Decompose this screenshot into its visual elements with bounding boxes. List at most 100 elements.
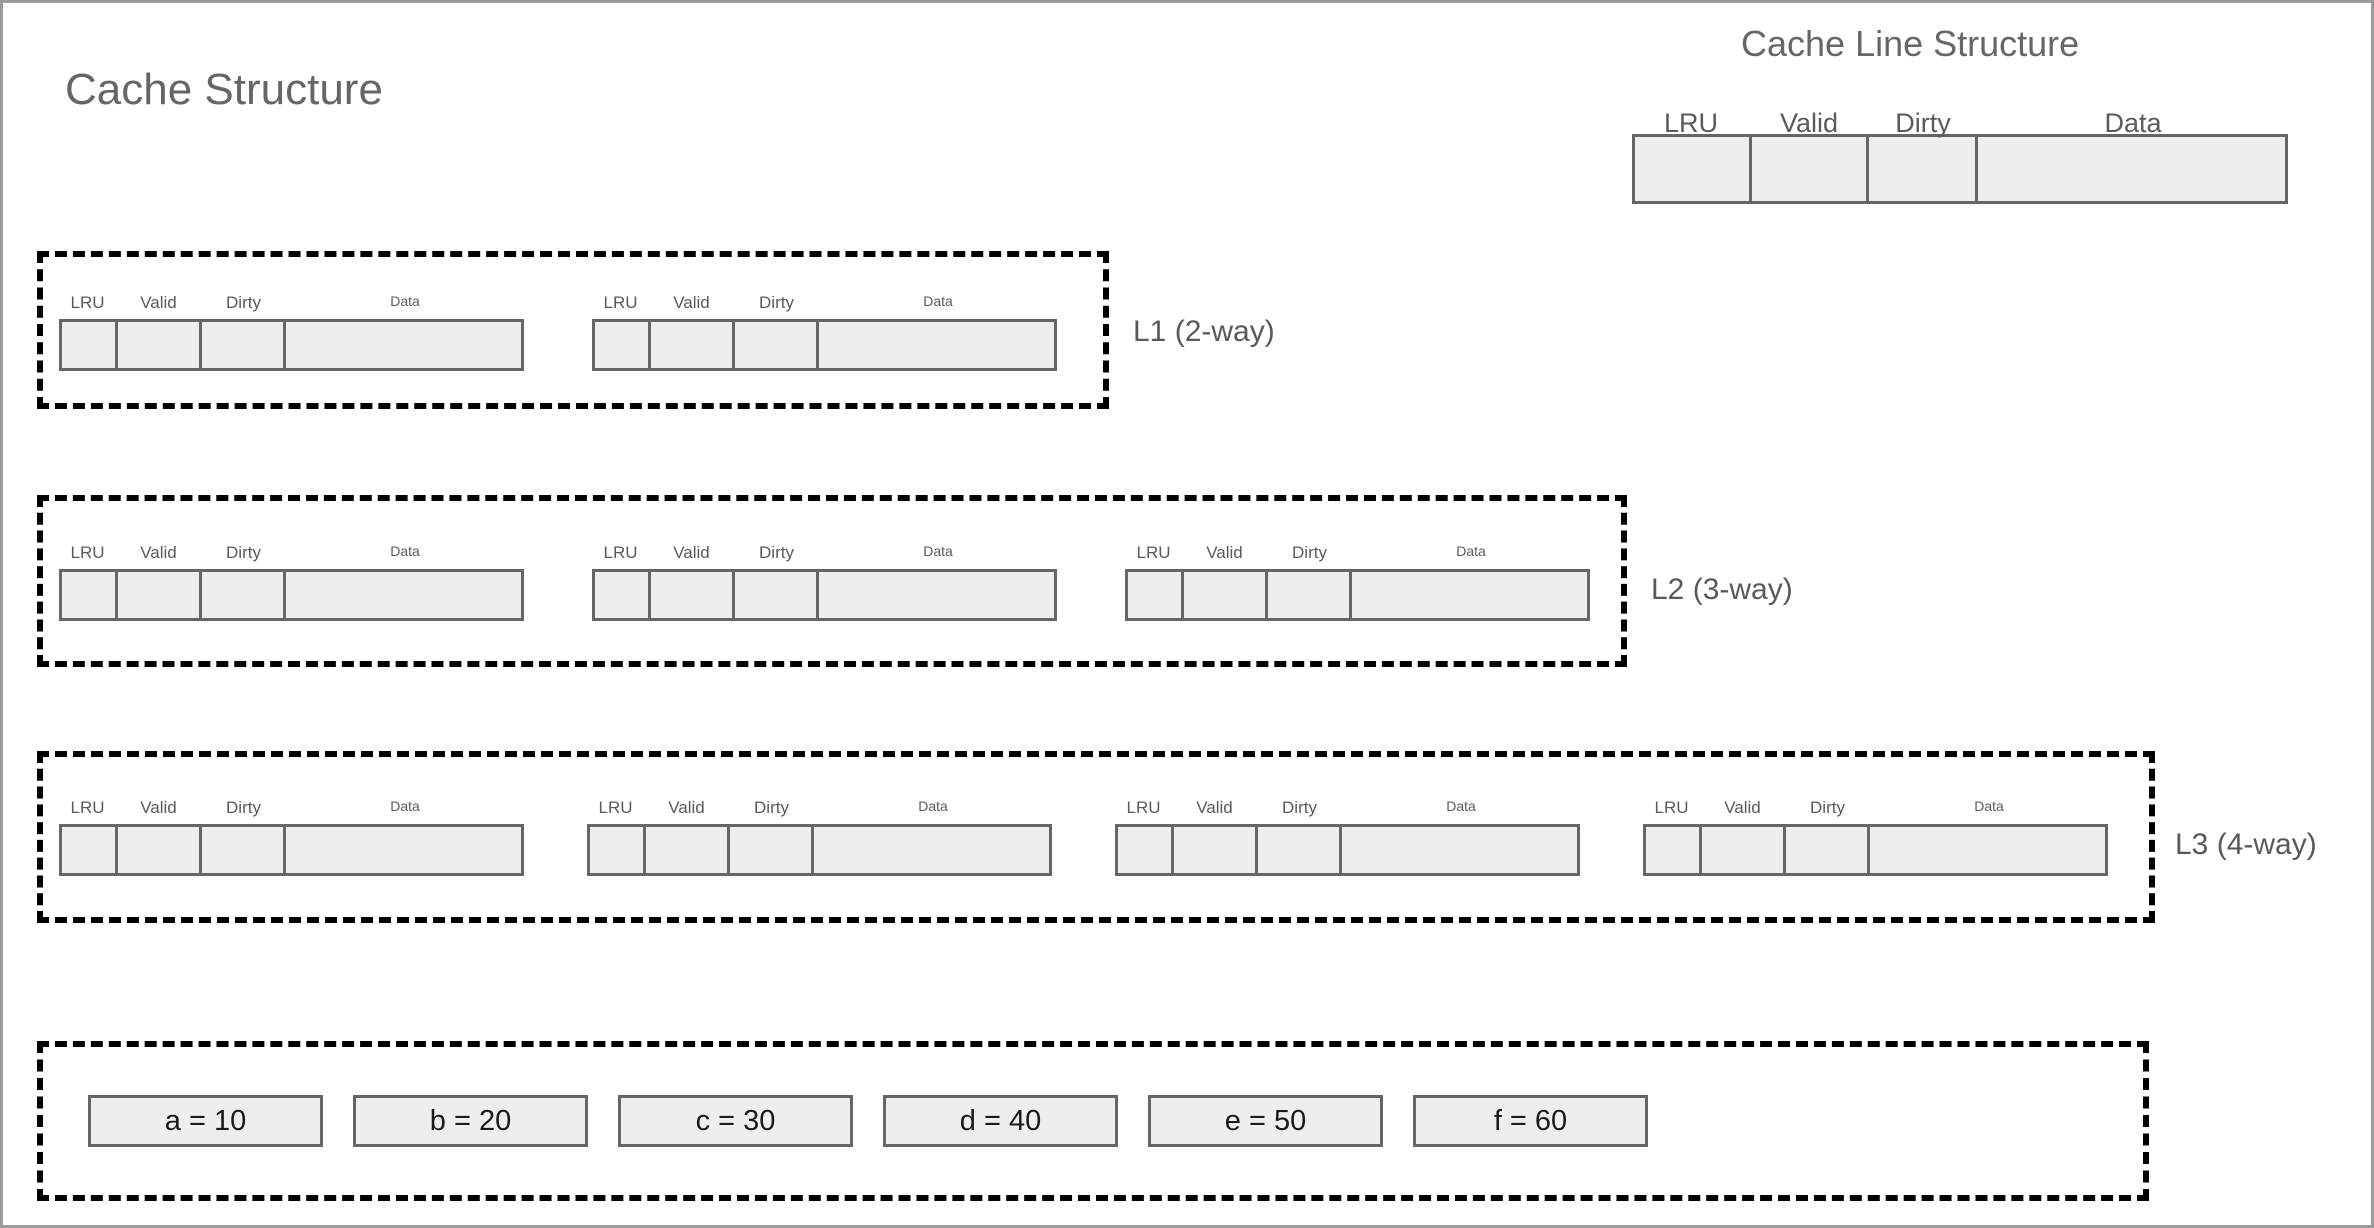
field-label-valid: Valid — [140, 798, 177, 817]
cache-cell-data[interactable] — [1352, 572, 1588, 618]
field-label-dirty: Dirty — [754, 798, 789, 817]
cache-cell-data[interactable] — [819, 572, 1055, 618]
cache-cell-lru[interactable] — [62, 572, 119, 618]
field-label-data: Data — [2104, 108, 2162, 138]
cache-cell-dirty[interactable] — [735, 322, 820, 368]
cache-cell-data[interactable] — [1870, 827, 2106, 873]
field-label-valid: Valid — [668, 798, 705, 817]
cache-cell-lru[interactable] — [1646, 827, 1703, 873]
cache-cell-dirty[interactable] — [730, 827, 815, 873]
cache-level-box-l2[interactable] — [37, 495, 1627, 667]
field-label-valid: Valid — [140, 543, 177, 562]
field-label-dirty: Dirty — [759, 543, 794, 562]
cache-cell-data[interactable] — [286, 572, 522, 618]
cache-cell-data[interactable] — [286, 827, 522, 873]
cache-cell-valid[interactable] — [118, 322, 203, 368]
field-label-dirty: Dirty — [1895, 108, 1951, 138]
cache-cell-data[interactable] — [814, 827, 1050, 873]
cache-cell-dirty[interactable] — [735, 572, 820, 618]
cache-cell-data[interactable] — [1342, 827, 1578, 873]
field-label-data: Data — [1446, 798, 1476, 814]
cache-cell-lru[interactable] — [1635, 137, 1752, 201]
memory-cell-d[interactable]: d = 40 — [883, 1095, 1118, 1147]
field-label-dirty: Dirty — [759, 293, 794, 312]
cache-cell-dirty[interactable] — [1258, 827, 1343, 873]
page-title: Cache Structure — [65, 65, 383, 114]
field-label-dirty: Dirty — [226, 798, 261, 817]
field-label-data: Data — [390, 543, 420, 559]
memory-cell-b[interactable]: b = 20 — [353, 1095, 588, 1147]
field-label-dirty: Dirty — [226, 543, 261, 562]
field-label-lru: LRU — [1136, 543, 1171, 562]
field-label-dirty: Dirty — [1292, 543, 1327, 562]
cache-cell-lru[interactable] — [1128, 572, 1185, 618]
memory-cell-a[interactable]: a = 10 — [88, 1095, 323, 1147]
cache-cell-data[interactable] — [819, 322, 1055, 368]
field-label-data: Data — [923, 543, 953, 559]
cache-cell-valid[interactable] — [651, 572, 736, 618]
cache-cell-valid[interactable] — [1174, 827, 1259, 873]
cache-level-box-l3[interactable] — [37, 751, 2155, 923]
cache-cell-dirty[interactable] — [202, 827, 287, 873]
field-label-data: Data — [1974, 798, 2004, 814]
memory-cell-e[interactable]: e = 50 — [1148, 1095, 1383, 1147]
cache-line-cells — [587, 824, 1052, 876]
cache-line-cells — [59, 319, 524, 371]
cache-cell-data[interactable] — [286, 322, 522, 368]
field-label-dirty: Dirty — [1810, 798, 1845, 817]
cache-level-label-l1: L1 (2-way) — [1133, 315, 1275, 348]
field-label-valid: Valid — [1724, 798, 1761, 817]
cache-cell-valid[interactable] — [118, 827, 203, 873]
cache-cell-lru[interactable] — [62, 322, 119, 368]
cache-line-cells — [1115, 824, 1580, 876]
field-label-lru: LRU — [70, 798, 105, 817]
memory-cell-f[interactable]: f = 60 — [1413, 1095, 1648, 1147]
cache-line-cells — [592, 569, 1057, 621]
cache-cell-dirty[interactable] — [1868, 137, 1978, 201]
cache-cell-valid[interactable] — [118, 572, 203, 618]
field-label-lru: LRU — [1663, 108, 1719, 138]
cache-cell-valid[interactable] — [651, 322, 736, 368]
memory-box[interactable] — [37, 1041, 2149, 1201]
field-label-lru: LRU — [1126, 798, 1161, 817]
cache-cell-lru[interactable] — [590, 827, 647, 873]
cache-line-cells — [592, 319, 1057, 371]
cache-cell-lru[interactable] — [62, 827, 119, 873]
field-label-dirty: Dirty — [226, 293, 261, 312]
cache-cell-lru[interactable] — [1118, 827, 1175, 873]
cache-level-label-l3: L3 (4-way) — [2175, 828, 2317, 861]
cache-cell-valid[interactable] — [1184, 572, 1269, 618]
cache-line-cells — [59, 824, 524, 876]
cache-cell-lru[interactable] — [595, 322, 652, 368]
cache-cell-lru[interactable] — [595, 572, 652, 618]
cache-line-cells — [1125, 569, 1590, 621]
cache-line-cells — [1632, 134, 2288, 204]
field-label-lru: LRU — [598, 798, 633, 817]
cache-cell-dirty[interactable] — [1786, 827, 1871, 873]
cache-cell-dirty[interactable] — [1268, 572, 1353, 618]
cache-cell-valid[interactable] — [1702, 827, 1787, 873]
cache-cell-valid[interactable] — [646, 827, 731, 873]
field-label-lru: LRU — [603, 543, 638, 562]
cache-cell-dirty[interactable] — [202, 572, 287, 618]
memory-cell-c[interactable]: c = 30 — [618, 1095, 853, 1147]
cache-cell-data[interactable] — [1977, 137, 2285, 201]
cache-cell-dirty[interactable] — [202, 322, 287, 368]
cache-level-box-l1[interactable] — [37, 251, 1109, 409]
cache-cell-valid[interactable] — [1751, 137, 1869, 201]
